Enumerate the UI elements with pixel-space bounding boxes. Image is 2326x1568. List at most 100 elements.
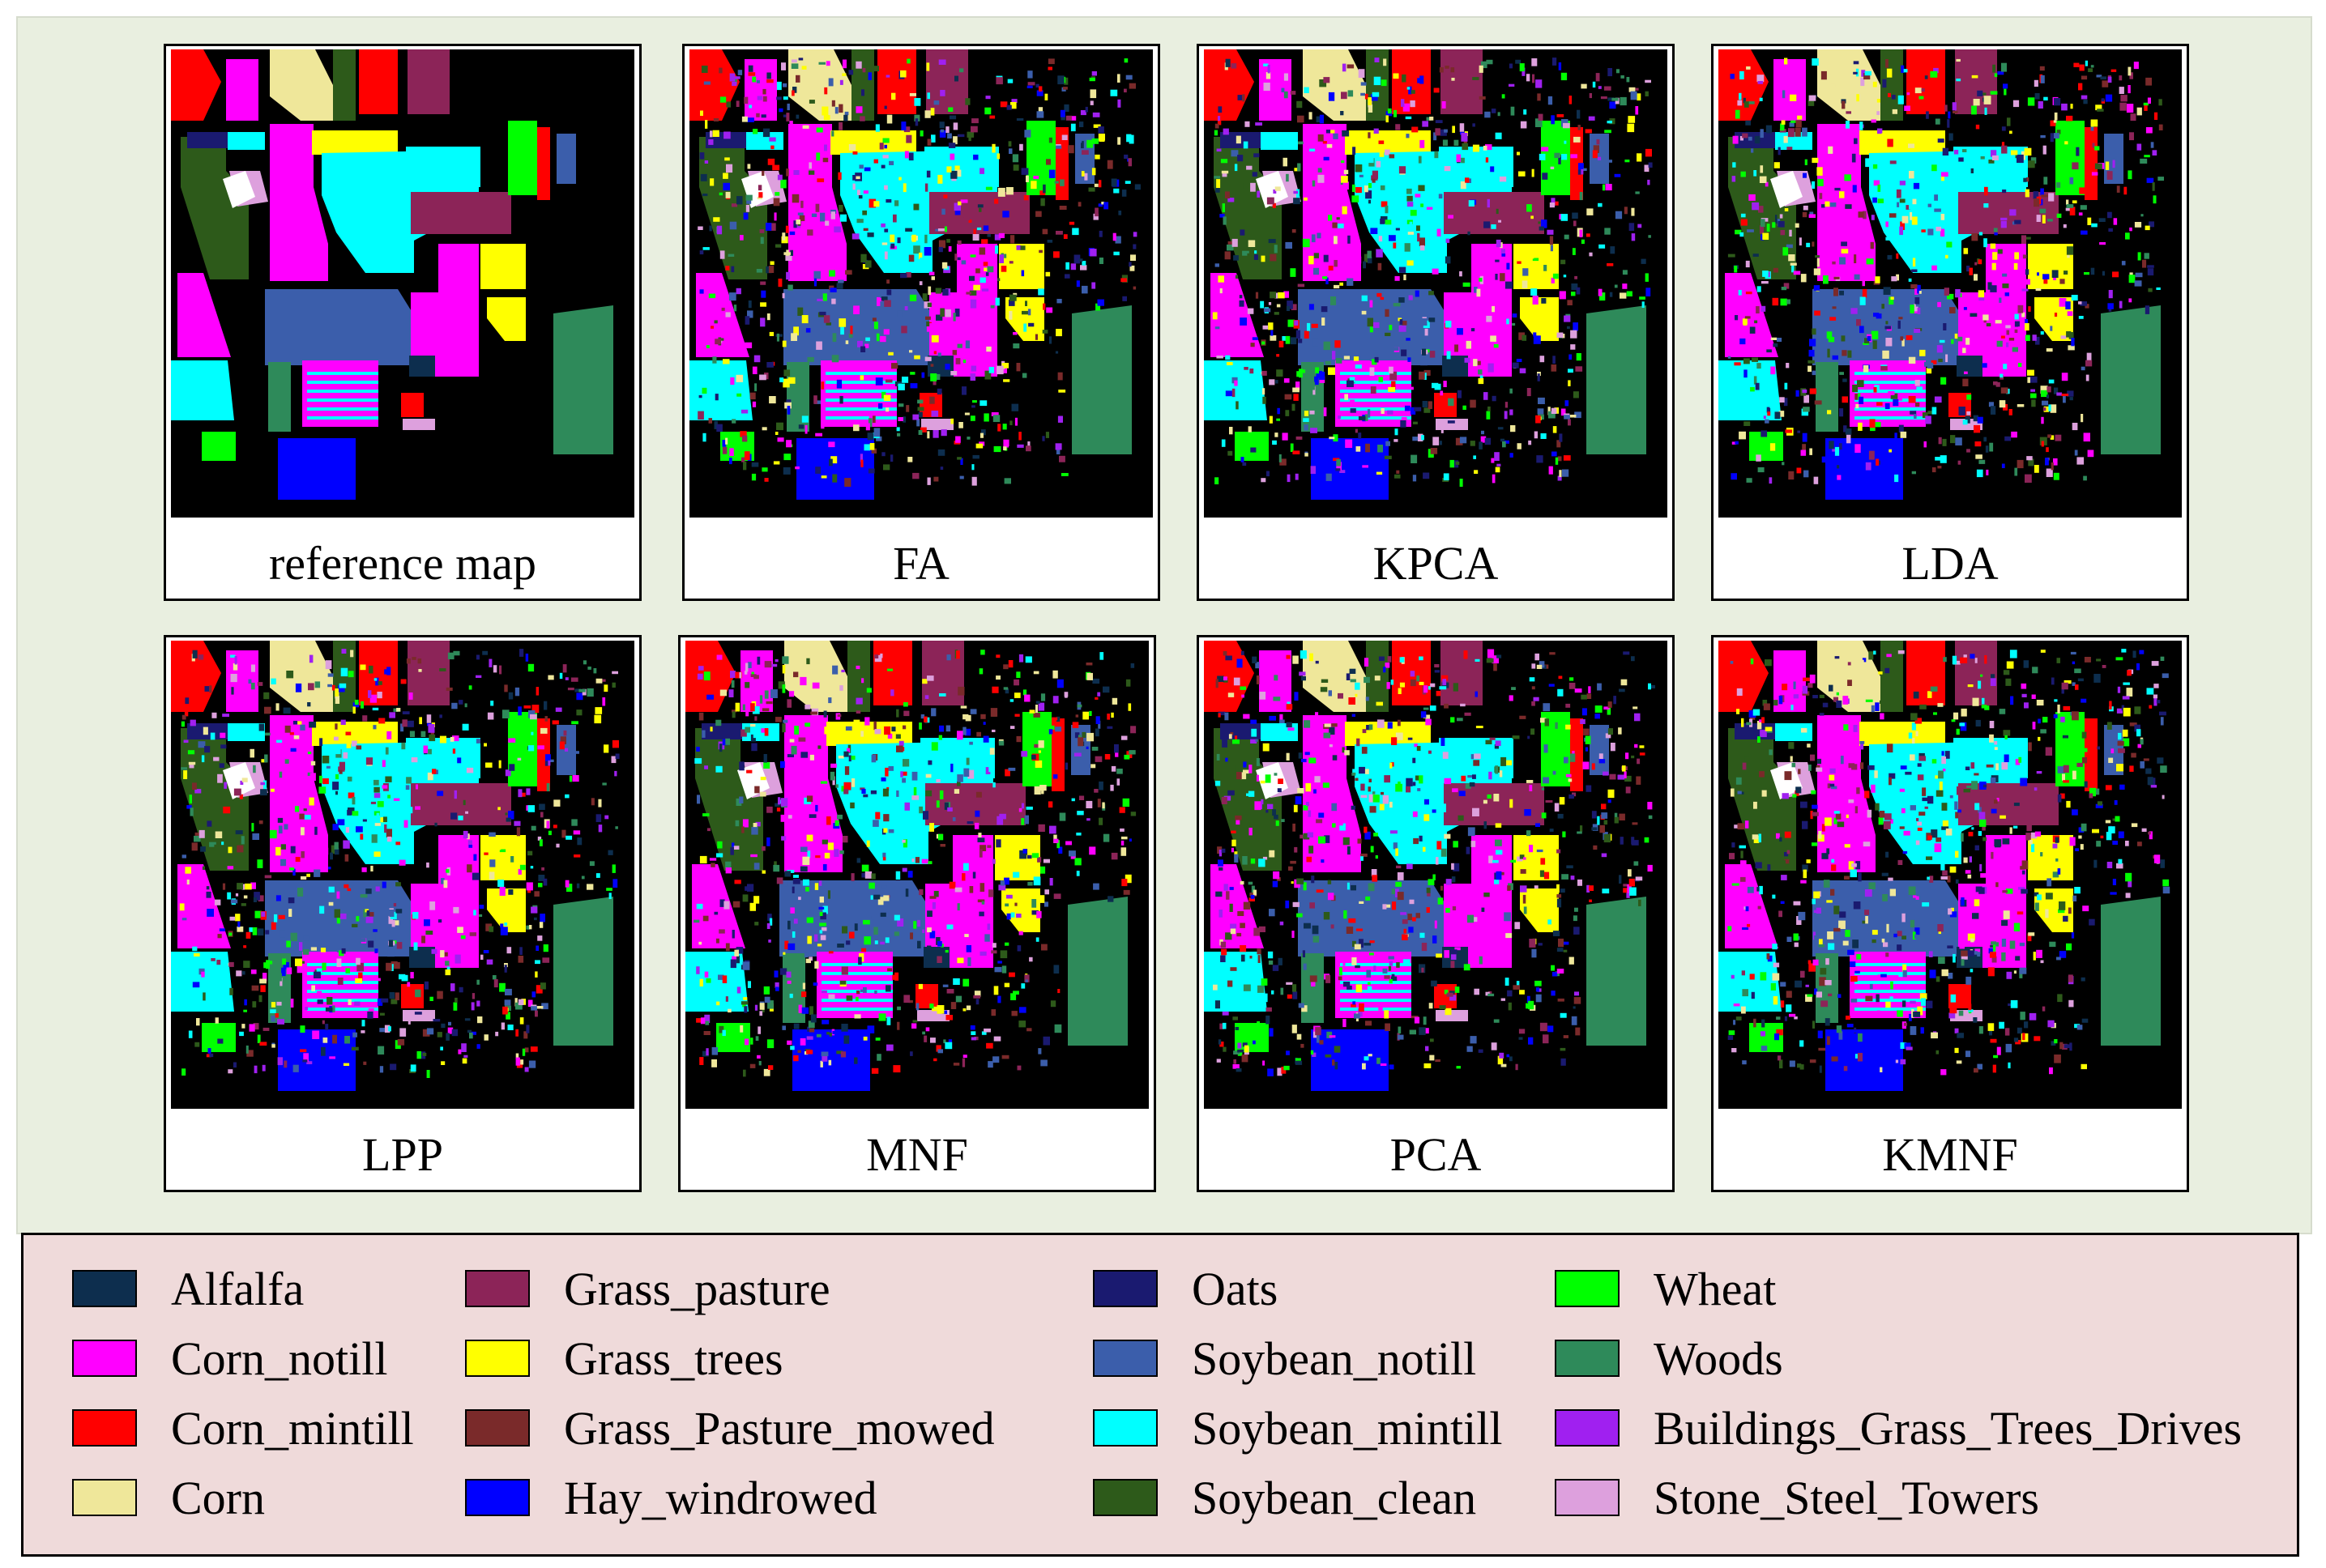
map-noise-pixel — [782, 232, 786, 241]
map-noise-pixel — [962, 978, 970, 986]
map-noise-pixel — [782, 292, 785, 299]
map-field-corn-notill — [270, 124, 328, 281]
map-noise-pixel — [955, 436, 961, 443]
map-noise-pixel — [940, 844, 945, 847]
map-noise-pixel — [1295, 381, 1300, 390]
map-noise-pixel — [963, 768, 970, 777]
map-noise-pixel — [699, 250, 704, 255]
map-noise-pixel — [1227, 450, 1233, 456]
map-noise-pixel — [1382, 795, 1389, 804]
map-noise-pixel — [1121, 190, 1127, 197]
map-noise-pixel — [1517, 151, 1520, 156]
map-noise-pixel — [955, 995, 962, 1003]
map-noise-pixel — [397, 1039, 405, 1046]
map-noise-pixel — [1370, 846, 1374, 853]
map-noise-pixel — [612, 864, 616, 873]
map-noise-pixel — [1124, 154, 1129, 159]
map-noise-pixel — [736, 196, 743, 205]
map-noise-pixel — [1384, 975, 1390, 979]
map-noise-pixel — [860, 116, 865, 121]
map-noise-pixel — [531, 906, 538, 914]
map-noise-pixel — [1547, 919, 1551, 925]
map-noise-pixel — [1018, 1020, 1026, 1028]
map-noise-pixel — [962, 726, 967, 735]
map-noise-pixel — [1350, 679, 1356, 683]
map-noise-pixel — [1305, 783, 1312, 792]
map-noise-pixel — [1417, 78, 1421, 83]
map-noise-pixel — [1116, 778, 1120, 786]
map-noise-pixel — [996, 77, 1003, 85]
map-noise-pixel — [1419, 237, 1425, 246]
map-noise-pixel — [2145, 305, 2150, 314]
map-noise-pixel — [1859, 121, 1863, 130]
map-noise-pixel — [284, 725, 291, 733]
map-noise-pixel — [210, 732, 216, 740]
map-noise-pixel — [257, 859, 263, 868]
map-noise-pixel — [348, 792, 355, 799]
map-noise-pixel — [903, 759, 910, 767]
map-noise-pixel — [1473, 760, 1480, 766]
map-noise-pixel — [829, 458, 833, 467]
map-noise-pixel — [1338, 415, 1341, 420]
map-noise-pixel — [1962, 347, 1966, 353]
map-noise-pixel — [1307, 322, 1311, 331]
map-noise-pixel — [868, 72, 872, 80]
map-noise-pixel — [1991, 155, 1999, 160]
map-noise-pixel — [1038, 288, 1044, 296]
map-noise-pixel — [1492, 474, 1496, 484]
map-noise-pixel — [307, 702, 311, 707]
map-noise-pixel — [565, 880, 570, 888]
map-field-soybean-notill — [1298, 880, 1468, 957]
map-noise-pixel — [1090, 249, 1097, 257]
map-noise-pixel — [1262, 743, 1270, 752]
map-noise-pixel — [1634, 744, 1638, 748]
map-noise-pixel — [1411, 90, 1415, 94]
map-noise-pixel — [408, 807, 413, 814]
map-noise-pixel — [957, 343, 962, 348]
map-noise-pixel — [1380, 1063, 1387, 1066]
map-noise-pixel — [769, 137, 776, 142]
map-noise-pixel — [1993, 228, 1998, 232]
map-noise-pixel — [733, 305, 737, 312]
map-noise-pixel — [262, 1064, 266, 1072]
map-noise-pixel — [1813, 285, 1820, 291]
map-noise-pixel — [1487, 649, 1495, 658]
map-field-woods — [268, 362, 291, 432]
map-noise-pixel — [237, 926, 244, 932]
map-noise-pixel — [322, 1020, 325, 1025]
map-noise-pixel — [1493, 1019, 1500, 1023]
map-noise-pixel — [871, 873, 876, 880]
map-noise-pixel — [2014, 252, 2019, 260]
map-noise-pixel — [1372, 92, 1380, 97]
map-noise-pixel — [1395, 888, 1399, 897]
map-noise-pixel — [1762, 232, 1769, 240]
map-noise-pixel — [1512, 322, 1516, 326]
map-noise-pixel — [1301, 369, 1306, 373]
map-field-hay-windrowed — [1311, 438, 1389, 500]
map-noise-pixel — [973, 284, 980, 291]
map-noise-pixel — [1477, 360, 1481, 365]
map-noise-pixel — [818, 906, 825, 910]
map-noise-pixel — [1322, 141, 1327, 144]
map-noise-pixel — [798, 897, 801, 901]
map-noise-pixel — [1550, 166, 1555, 169]
map-noise-pixel — [1047, 240, 1053, 243]
map-noise-pixel — [2128, 298, 2132, 303]
map-noise-pixel — [1086, 746, 1089, 749]
map-noise-pixel — [1341, 92, 1347, 100]
map-noise-pixel — [794, 726, 800, 735]
map-noise-pixel — [966, 757, 970, 765]
map-noise-pixel — [912, 848, 920, 855]
map-noise-pixel — [867, 1025, 875, 1033]
map-noise-pixel — [751, 743, 758, 752]
map-noise-pixel — [1985, 445, 1989, 453]
map-noise-pixel — [1340, 160, 1345, 164]
map-noise-pixel — [1310, 381, 1315, 390]
map-noise-pixel — [544, 761, 548, 766]
map-noise-pixel — [1434, 151, 1439, 159]
map-noise-pixel — [1265, 774, 1271, 783]
map-noise-pixel — [2078, 212, 2083, 216]
map-noise-pixel — [1577, 125, 1581, 130]
map-noise-pixel — [1035, 705, 1038, 714]
map-noise-pixel — [1645, 79, 1651, 83]
